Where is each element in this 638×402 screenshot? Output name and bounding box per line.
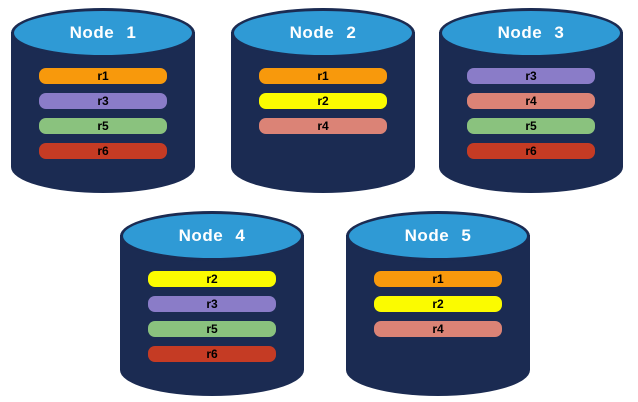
replica-bar: r2: [374, 296, 502, 312]
replica-bars: r2 r3 r5 r6: [120, 271, 304, 362]
cylinder-top: Node 4: [120, 211, 304, 261]
cylinder-body: [231, 32, 415, 193]
cylinder-body: [120, 235, 304, 396]
replica-bar: r6: [39, 143, 167, 159]
cylinder-top: Node 3: [439, 8, 623, 58]
replica-bars: r1 r3 r5 r6: [11, 68, 195, 159]
replica-bar: r3: [148, 296, 276, 312]
node-title: Node 3: [497, 23, 565, 42]
node-title: Node 5: [404, 226, 472, 245]
node-title: Node 2: [289, 23, 357, 42]
node-cylinder: Node 3 r3 r4 r5 r6: [439, 8, 623, 193]
node-cylinder: Node 1 r1 r3 r5 r6: [11, 8, 195, 193]
cylinder-top: Node 5: [346, 211, 530, 261]
replica-bar: r6: [467, 143, 595, 159]
replica-bars: r3 r4 r5 r6: [439, 68, 623, 159]
replica-bar: r2: [259, 93, 387, 109]
replica-bar: r5: [39, 118, 167, 134]
replica-bar: r5: [467, 118, 595, 134]
cylinder-body: [346, 235, 530, 396]
replica-bar: r5: [148, 321, 276, 337]
node-title: Node 1: [69, 23, 137, 42]
node-title: Node 4: [178, 226, 246, 245]
replica-bars: r1 r2 r4: [346, 271, 530, 337]
node-cylinder: Node 5 r1 r2 r4: [346, 211, 530, 396]
replica-bar: r4: [467, 93, 595, 109]
node-cylinder: Node 2 r1 r2 r4: [231, 8, 415, 193]
replica-bar: r3: [39, 93, 167, 109]
replica-bar: r2: [148, 271, 276, 287]
replica-bar: r4: [259, 118, 387, 134]
replica-bar: r1: [39, 68, 167, 84]
replica-bars: r1 r2 r4: [231, 68, 415, 134]
cylinder-top: Node 2: [231, 8, 415, 58]
replica-bar: r4: [374, 321, 502, 337]
replica-bar: r1: [259, 68, 387, 84]
replica-bar: r6: [148, 346, 276, 362]
cylinder-top: Node 1: [11, 8, 195, 58]
cylinder-body: [11, 32, 195, 193]
cylinder-body: [439, 32, 623, 193]
node-cylinder: Node 4 r2 r3 r5 r6: [120, 211, 304, 396]
replica-bar: r1: [374, 271, 502, 287]
replica-bar: r3: [467, 68, 595, 84]
